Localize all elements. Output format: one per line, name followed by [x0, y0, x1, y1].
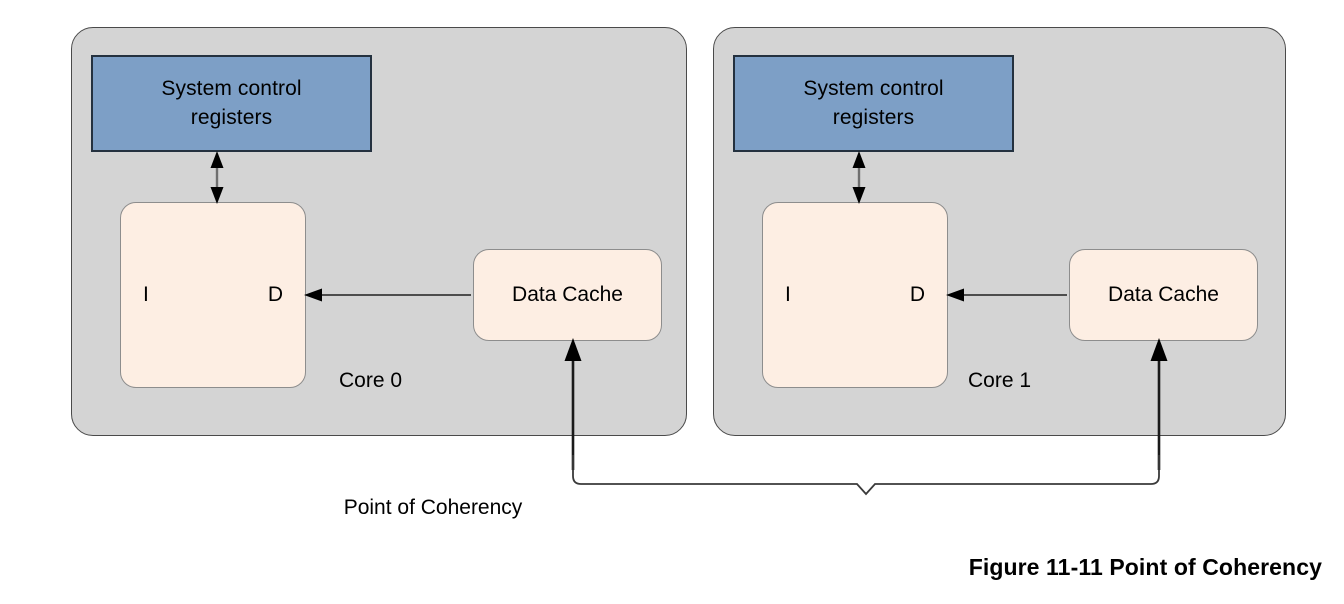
core-label-core0: Core 0	[339, 369, 403, 392]
figure-caption: Figure 11-11 Point of Coherency	[968, 554, 1322, 580]
data-label-core0: D	[267, 283, 283, 306]
data-cache-label-core1: Data Cache	[1108, 283, 1219, 306]
data-label-core1: D	[909, 283, 925, 306]
point-of-coherency-text: Point of Coherency	[343, 496, 523, 519]
system-control-registers-core0: System control registers	[91, 55, 372, 152]
point-of-coherency-brace	[572, 455, 1160, 496]
instruction-label-core0: I	[143, 283, 149, 306]
core-label-core1: Core 1	[968, 369, 1032, 392]
data-cache-core0: Data Cache	[473, 249, 662, 341]
data-cache-core1: Data Cache	[1069, 249, 1258, 341]
scr-line1-core1: System control	[803, 77, 944, 101]
point-of-coherency-label: Point of Coherency	[0, 496, 1344, 520]
pipeline-box-core0: I D	[120, 202, 306, 388]
system-control-registers-core1: System control registers	[733, 55, 1014, 152]
scr-line1-core0: System control	[161, 77, 302, 101]
pipeline-box-core1: I D	[762, 202, 948, 388]
scr-line2-core1: registers	[832, 105, 915, 129]
instruction-label-core1: I	[785, 283, 791, 306]
data-cache-label-core0: Data Cache	[512, 283, 623, 306]
scr-line2-core0: registers	[190, 105, 273, 129]
